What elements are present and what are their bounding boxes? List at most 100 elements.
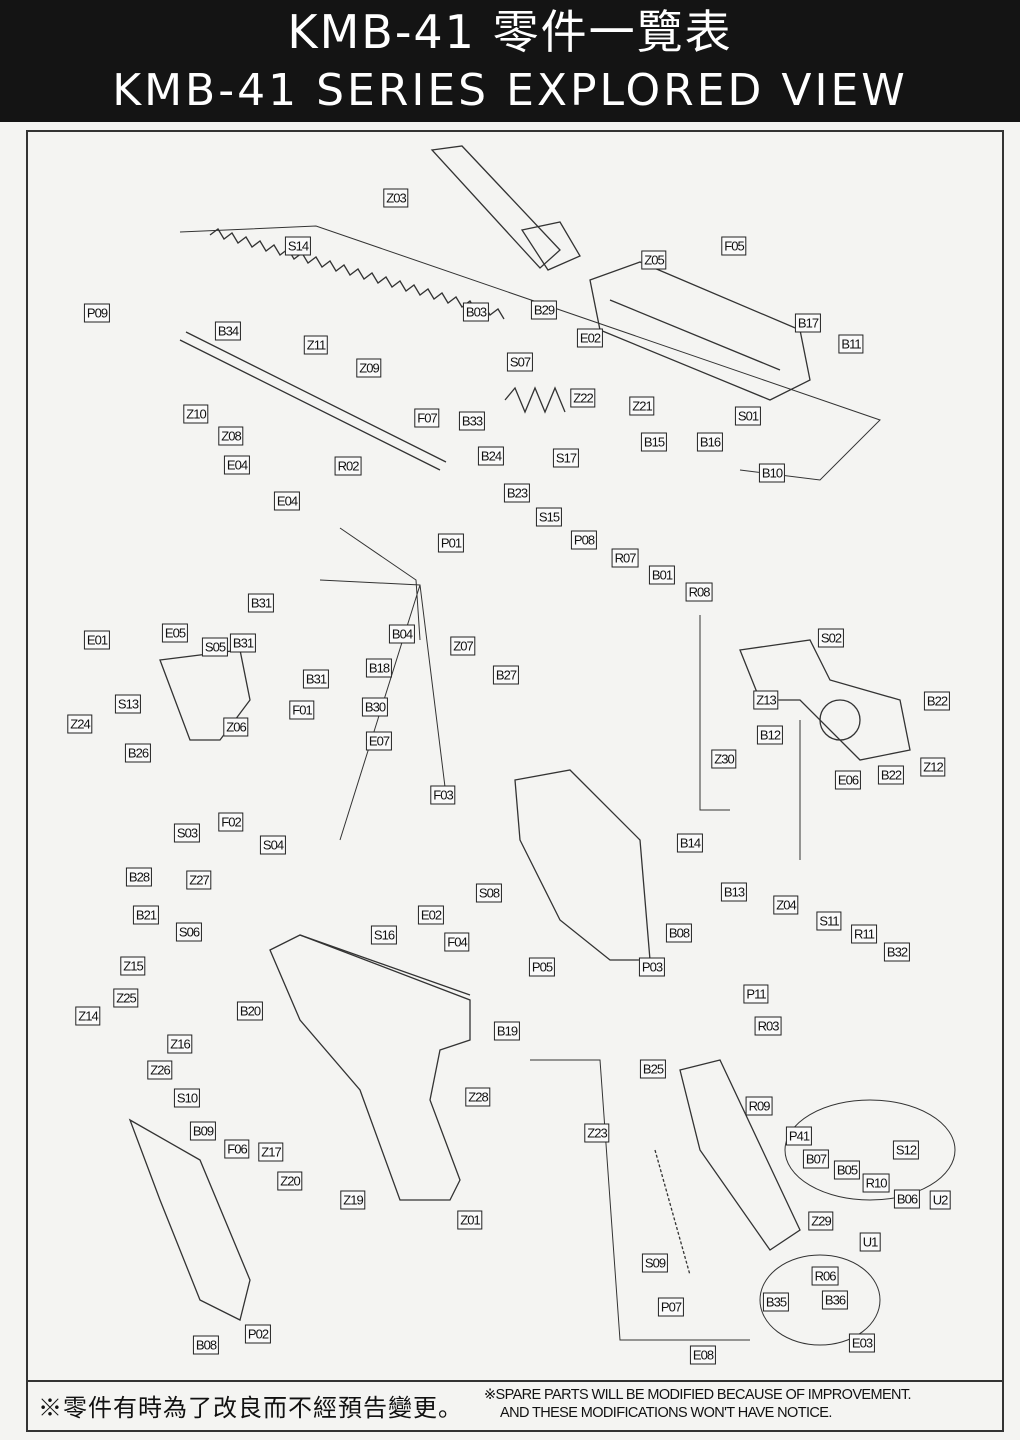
part-label-p02: P02 [244, 1324, 272, 1344]
part-label-z10: Z10 [183, 404, 209, 424]
part-label-e04: E04 [273, 491, 301, 511]
notice-english: ※SPARE PARTS WILL BE MODIFIED BECAUSE OF… [484, 1386, 912, 1422]
part-label-b26: B26 [124, 743, 152, 763]
part-label-b33: B33 [458, 411, 486, 431]
part-label-s05: S05 [201, 637, 229, 657]
part-label-e07: E07 [365, 731, 393, 751]
part-label-b31: B31 [302, 669, 330, 689]
upper-receiver-part [589, 261, 811, 401]
part-label-z05: Z05 [641, 250, 667, 270]
part-label-z17: Z17 [258, 1142, 284, 1162]
title-english: KMB-41 SERIES EXPLORED VIEW [112, 65, 908, 116]
part-label-b20: B20 [236, 1001, 264, 1021]
part-label-b15: B15 [640, 432, 668, 452]
part-label-b16: B16 [696, 432, 724, 452]
part-label-r06: R06 [811, 1266, 839, 1286]
notice-chinese: ※零件有時為了改良而不經預告變更。 [38, 1394, 463, 1422]
notice-english-line1: ※SPARE PARTS WILL BE MODIFIED BECAUSE OF… [484, 1387, 912, 1403]
part-label-b08: B08 [665, 923, 693, 943]
barrel-part [430, 145, 581, 271]
magazine-spring-part [654, 1149, 691, 1276]
part-label-b18: B18 [365, 658, 393, 678]
part-label-e02: E02 [576, 328, 604, 348]
part-label-z23: Z23 [584, 1123, 610, 1143]
part-label-z27: Z27 [186, 870, 212, 890]
leader-line [179, 225, 881, 481]
part-label-s07: S07 [506, 352, 534, 372]
part-label-p09: P09 [83, 303, 111, 323]
part-label-r11: R11 [851, 924, 877, 944]
part-label-s11: S11 [816, 911, 842, 931]
part-label-b09: B09 [189, 1121, 217, 1141]
part-label-z01: Z01 [457, 1210, 483, 1230]
part-label-z07: Z07 [450, 636, 476, 656]
part-label-z14: Z14 [75, 1006, 101, 1026]
part-label-s13: S13 [114, 694, 142, 714]
part-label-z16: Z16 [167, 1034, 193, 1054]
lower-frame-part [269, 934, 471, 1201]
part-label-p05: P05 [528, 957, 556, 977]
grip-panel-part [514, 769, 651, 961]
part-label-b31: B31 [247, 593, 275, 613]
part-label-z09: Z09 [356, 358, 382, 378]
part-label-e02: E02 [417, 905, 445, 925]
part-label-s01: S01 [734, 406, 762, 426]
part-label-b23: B23 [503, 483, 531, 503]
title-chinese: KMB-41 零件一覽表 [287, 5, 733, 59]
part-label-z19: Z19 [340, 1190, 366, 1210]
part-label-z26: Z26 [147, 1060, 173, 1080]
part-label-b24: B24 [477, 446, 505, 466]
part-label-b12: B12 [756, 725, 784, 745]
notice-english-line2: AND THESE MODIFICATIONS WON'T HAVE NOTIC… [500, 1405, 832, 1421]
part-label-b31: B31 [229, 633, 257, 653]
part-label-s16: S16 [370, 925, 398, 945]
part-label-f06: F06 [224, 1139, 250, 1159]
part-label-s14: S14 [284, 236, 312, 256]
part-label-b14: B14 [676, 833, 704, 853]
part-label-e04: E04 [223, 455, 251, 475]
part-label-r02: R02 [334, 456, 362, 476]
part-label-p07: P07 [657, 1297, 685, 1317]
part-label-e05: E05 [161, 623, 189, 643]
part-label-p03: P03 [638, 957, 666, 977]
recoil-spring-part [209, 228, 505, 320]
part-label-b07: B07 [802, 1149, 830, 1169]
part-label-z13: Z13 [753, 690, 779, 710]
part-label-p11: P11 [743, 984, 769, 1004]
footer-notice: ※零件有時為了改良而不經預告變更。 ※SPARE PARTS WILL BE M… [26, 1380, 1004, 1432]
leader-line [699, 615, 801, 860]
part-label-b21: B21 [132, 905, 160, 925]
part-label-b29: B29 [530, 300, 558, 320]
part-label-b17: B17 [794, 313, 822, 333]
part-label-z30: Z30 [711, 749, 737, 769]
part-label-z04: Z04 [773, 895, 799, 915]
part-label-b28: B28 [125, 867, 153, 887]
part-label-s06: S06 [175, 922, 203, 942]
part-label-f04: F04 [444, 932, 470, 952]
part-label-b36: B36 [821, 1290, 849, 1310]
part-label-r03: R03 [754, 1016, 782, 1036]
spring-part [504, 386, 566, 414]
part-label-u1: U1 [859, 1232, 881, 1252]
part-label-b01: B01 [648, 565, 676, 585]
part-label-b05: B05 [833, 1160, 861, 1180]
part-label-s15: S15 [535, 507, 563, 527]
part-label-z25: Z25 [113, 988, 139, 1008]
part-label-r07: R07 [611, 548, 639, 568]
valve-group-outline [759, 1254, 881, 1346]
part-label-z24: Z24 [67, 714, 93, 734]
part-label-b06: B06 [893, 1189, 921, 1209]
part-label-s04: S04 [259, 835, 287, 855]
part-label-s03: S03 [173, 823, 201, 843]
part-label-z15: Z15 [120, 956, 146, 976]
part-label-r08: R08 [685, 582, 713, 602]
part-label-s17: S17 [552, 448, 580, 468]
part-label-s10: S10 [173, 1088, 201, 1108]
part-label-b27: B27 [492, 665, 520, 685]
guide-rod-part [179, 331, 447, 471]
magazine-part [679, 1059, 801, 1251]
part-label-s09: S09 [641, 1253, 669, 1273]
valve-group-outline [784, 1099, 956, 1201]
part-label-z08: Z08 [218, 426, 244, 446]
